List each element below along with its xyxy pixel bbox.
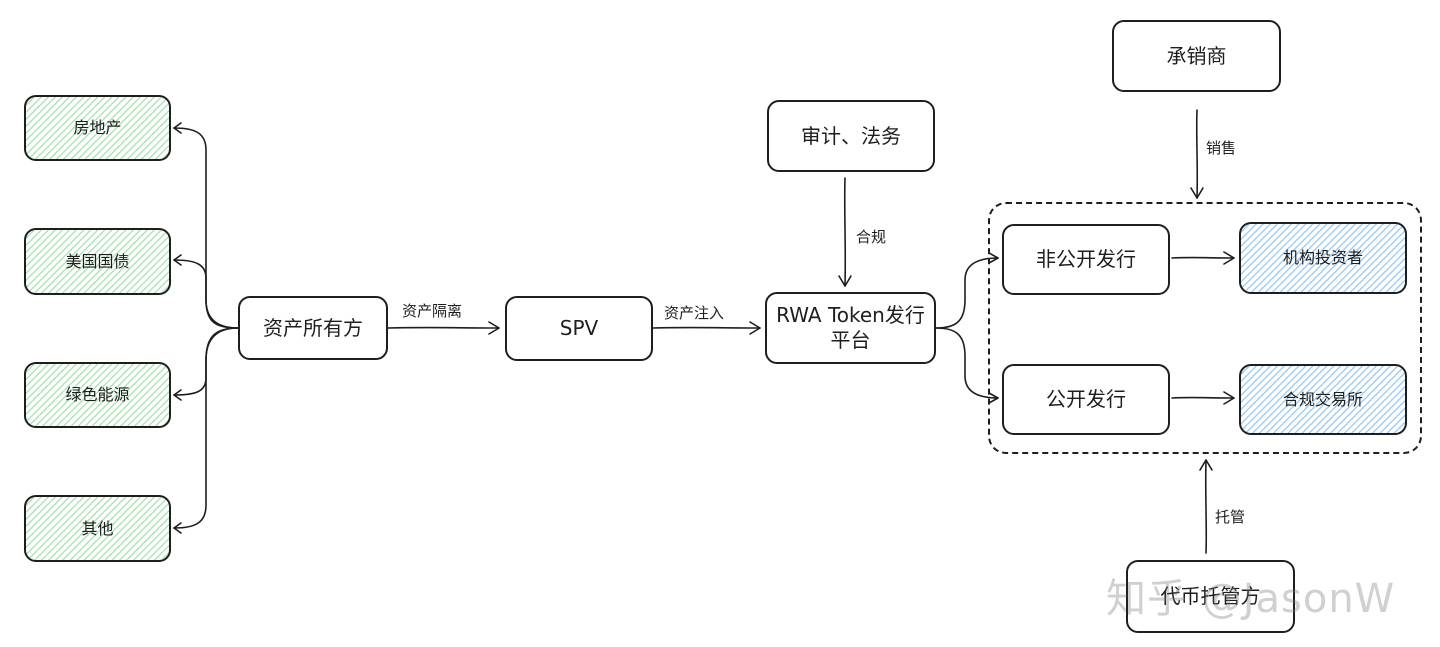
node-institutional-investors: 机构投资者 xyxy=(1239,222,1407,294)
node-audit-legal: 审计、法务 xyxy=(767,100,935,172)
node-compliant-exchange-label: 合规交易所 xyxy=(1282,389,1363,409)
node-custodian-label: 代币托管方 xyxy=(1160,584,1261,608)
node-spv: SPV xyxy=(505,296,653,361)
node-green-energy: 绿色能源 xyxy=(24,362,171,428)
issuance-group xyxy=(988,202,1422,454)
edge-platform-to-public xyxy=(935,327,999,399)
edge-platform-to-private xyxy=(935,257,999,329)
node-asset-owner-label: 资产所有方 xyxy=(263,315,363,340)
node-us-treasury-label: 美国国债 xyxy=(65,251,130,271)
label-asset-isolation: 资产隔离 xyxy=(402,302,463,320)
edge-custodian-to-group xyxy=(1204,459,1208,554)
edge-audit-to-platform xyxy=(843,177,847,287)
node-spv-label: SPV xyxy=(559,316,599,340)
node-other-label: 其他 xyxy=(81,518,114,538)
node-underwriter: 承销商 xyxy=(1112,20,1281,92)
label-asset-injection: 资产注入 xyxy=(664,304,725,322)
node-platform-label: RWA Token发行平台 xyxy=(776,303,925,352)
node-real-estate: 房地产 xyxy=(24,95,171,161)
node-platform: RWA Token发行平台 xyxy=(765,292,936,364)
edge-owner-to-treasury xyxy=(173,259,239,329)
node-custodian: 代币托管方 xyxy=(1126,560,1295,633)
node-underwriter-label: 承销商 xyxy=(1166,43,1227,68)
label-sales: 销售 xyxy=(1206,139,1237,157)
node-us-treasury: 美国国债 xyxy=(24,228,171,295)
node-private-issue: 非公开发行 xyxy=(1002,224,1170,295)
watermark-text: 知乎 @JasonW xyxy=(1106,576,1396,622)
edge-owner-to-other xyxy=(173,327,239,529)
node-green-energy-label: 绿色能源 xyxy=(65,385,130,404)
node-institutional-investors-label: 机构投资者 xyxy=(1282,248,1363,267)
node-public-issue-label: 公开发行 xyxy=(1046,387,1126,411)
edge-underwriter-to-group xyxy=(1195,109,1199,199)
node-public-issue: 公开发行 xyxy=(1002,364,1170,435)
node-other: 其他 xyxy=(24,495,171,562)
node-private-issue-label: 非公开发行 xyxy=(1036,247,1136,271)
label-compliance: 合规 xyxy=(856,228,887,246)
node-audit-legal-label: 审计、法务 xyxy=(801,123,901,148)
node-real-estate-label: 房地产 xyxy=(73,118,122,137)
node-compliant-exchange: 合规交易所 xyxy=(1239,364,1407,435)
node-asset-owner: 资产所有方 xyxy=(238,296,388,360)
label-custody: 托管 xyxy=(1215,508,1246,526)
